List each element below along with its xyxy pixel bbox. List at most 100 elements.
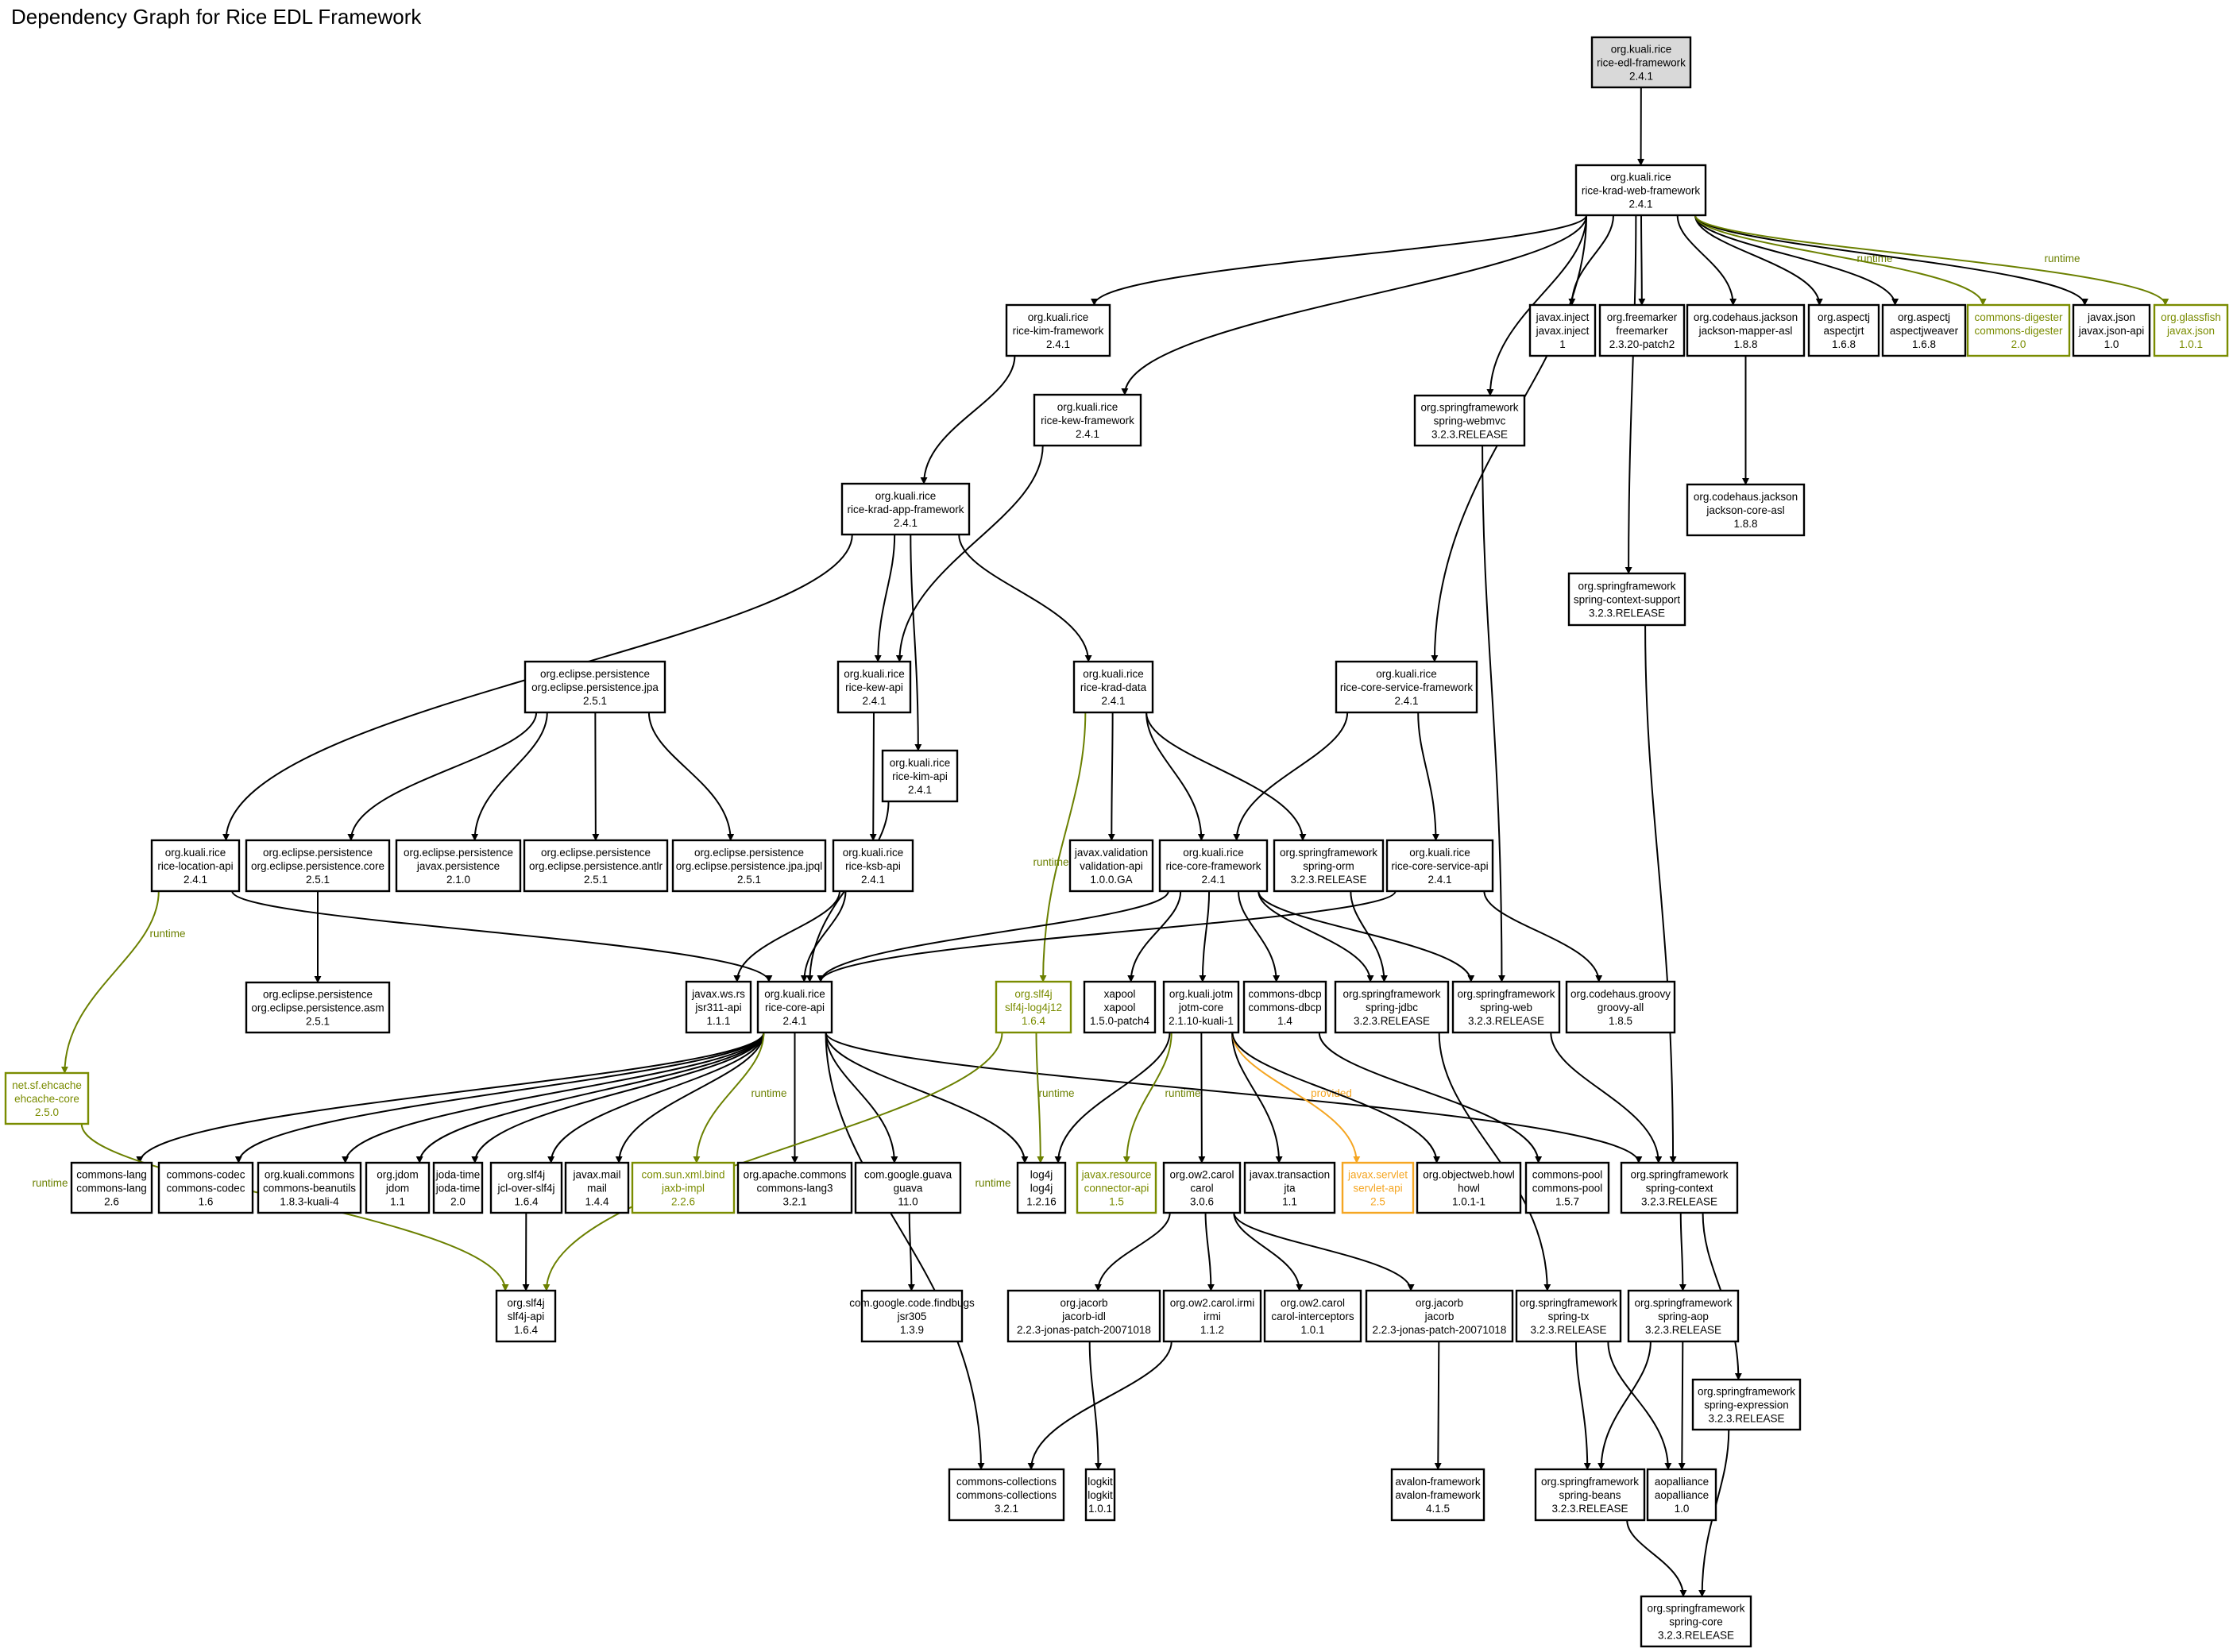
node-label-line: org.jacorb — [1060, 1297, 1107, 1309]
edge-line — [415, 1032, 765, 1164]
edge-kradweb-glassfish: runtime — [1694, 214, 2169, 306]
node-kradapp: org.kuali.ricerice-krad-app-framework2.4… — [840, 482, 971, 536]
node-label-line: 1.5.0-patch4 — [1090, 1015, 1150, 1027]
edge-line — [825, 1032, 1643, 1164]
node-label-line: 2.4.1 — [1628, 199, 1652, 210]
node-label-line: 1.4 — [1277, 1015, 1292, 1027]
node-label-line: 2.4.1 — [1427, 874, 1451, 886]
edge-coreapi-collections — [825, 1032, 985, 1470]
node-box — [836, 660, 912, 714]
node-box — [1807, 303, 1880, 357]
edge-scope-label: runtime — [751, 1087, 786, 1099]
node-box — [736, 1161, 853, 1214]
node-label-line: org.glassfish — [2161, 311, 2221, 323]
edge-line — [1054, 1032, 1171, 1164]
edge-kradweb-digester: runtime — [1694, 214, 1987, 306]
edge-line — [1694, 214, 1899, 306]
node-label-line: 2.4.1 — [861, 874, 885, 886]
node-label-line: groovy-all — [1597, 1002, 1644, 1013]
edge-line — [817, 890, 1397, 982]
edge-web-context — [1550, 1032, 1663, 1164]
node-box — [1242, 980, 1327, 1034]
node-label-line: 2.5.1 — [306, 1016, 330, 1028]
edge-line — [907, 1212, 915, 1291]
node-label-line: rice-kew-api — [845, 681, 903, 693]
edge-coresvcapi-coreapi — [817, 890, 1397, 982]
node-box — [1341, 1161, 1415, 1214]
edge-line — [1694, 214, 2088, 306]
edge-line — [1127, 890, 1182, 982]
node-label-line: org.kuali.rice — [890, 757, 951, 769]
edge-jotm-servlet: provided — [1231, 1032, 1361, 1164]
node-label-line: joda-time — [435, 1183, 481, 1195]
edge-coreapi-log4j — [825, 1032, 1029, 1164]
node-box — [1515, 1289, 1622, 1343]
node-label-line: org.eclipse.persistence.jpa.jpql — [676, 860, 823, 872]
edge-coreapi-codec — [234, 1032, 765, 1164]
node-label-line: org.aspectj — [1898, 311, 1950, 323]
node-label-line: irmi — [1203, 1310, 1221, 1322]
edge-slf4jlog4j-log4j: runtime — [1035, 1032, 1075, 1164]
node-label-line: joda-time — [435, 1169, 481, 1181]
edge-line — [1483, 890, 1603, 982]
edge-coreapi-jdom — [415, 1032, 765, 1164]
node-label-line: org.eclipse.persistence — [540, 668, 650, 680]
node-label-line: org.kuali.rice — [1083, 668, 1144, 680]
node-label-line: spring-tx — [1548, 1310, 1590, 1322]
node-label-line: carol — [1190, 1183, 1213, 1195]
edge-coreapi-context — [825, 1032, 1643, 1164]
edge-coresvcapi-groovy — [1483, 890, 1603, 982]
edge-line — [342, 1032, 765, 1164]
edge-kradweb-aspectjweaver — [1694, 214, 1899, 306]
edge-line — [910, 534, 922, 751]
edge-corefw-coreapi — [817, 890, 1169, 982]
node-box — [854, 1161, 962, 1214]
node-label-line: 2.5.1 — [737, 874, 761, 886]
node-box — [1590, 36, 1692, 89]
node-label-line: com.google.code.findbugs — [849, 1297, 975, 1309]
edge-dbcp-pool — [1318, 1032, 1543, 1164]
node-jdbc: org.springframeworkspring-jdbc3.2.3.RELE… — [1334, 980, 1450, 1034]
node-box — [756, 980, 833, 1034]
node-label-line: org.codehaus.jackson — [1694, 311, 1798, 323]
node-label-line: 2.3.20-patch2 — [1609, 338, 1675, 350]
node-label-line: 2.4.1 — [1076, 428, 1099, 440]
edge-eljpa-jxpersist — [471, 712, 548, 841]
node-label-line: rice-kew-framework — [1041, 415, 1134, 427]
node-box — [1083, 980, 1157, 1034]
node-label-line: freemarker — [1616, 325, 1668, 337]
node-springcore: org.springframeworkspring-core3.2.3.RELE… — [1640, 1595, 1752, 1648]
node-label-line: 2.4.1 — [1201, 874, 1225, 886]
node-label-line: com.google.guava — [864, 1169, 952, 1181]
node-label-line: org.springframework — [1420, 402, 1518, 414]
node-label-line: 1.6.8 — [1832, 338, 1856, 350]
node-box — [685, 980, 752, 1034]
node-label-line: 1.1 — [390, 1196, 405, 1208]
node-label-line: 1.4.4 — [585, 1196, 609, 1208]
node-label-line: 2.5.1 — [306, 874, 330, 886]
node-label-line: org.eclipse.persistence.asm — [251, 1002, 384, 1014]
node-label-line: org.springframework — [1280, 847, 1377, 859]
edge-line — [1607, 1341, 1672, 1470]
edge-coreapi-jodatime — [471, 1032, 765, 1164]
node-label-line: aspectjweaver — [1890, 325, 1959, 337]
node-label-line: 1.0.1-1 — [1452, 1196, 1485, 1208]
node-label-line: howl — [1458, 1183, 1480, 1195]
node-label-line: 2.4.1 — [1046, 338, 1070, 350]
edge-line — [647, 712, 735, 841]
edge-kradweb-freemarker — [1638, 214, 1646, 306]
edge-kewapi-ksbapi — [869, 712, 877, 841]
node-eljpa: org.eclipse.persistenceorg.eclipse.persi… — [523, 660, 666, 714]
